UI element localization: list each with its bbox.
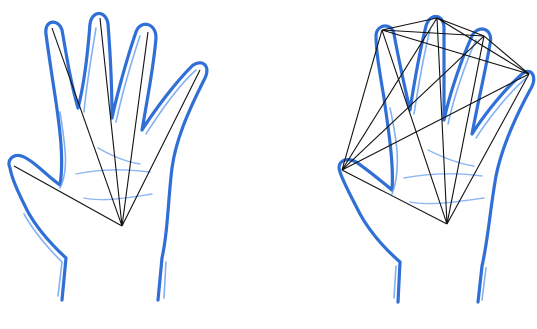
right-hand-connections: [342, 18, 529, 224]
connection-line: [447, 74, 529, 224]
connection-line: [382, 18, 437, 30]
connection-line: [342, 30, 382, 170]
left-hand-outline: [9, 14, 207, 301]
left-hand-panel: [9, 14, 207, 301]
connection-line: [484, 36, 529, 74]
connection-line: [382, 30, 447, 224]
connection-line: [122, 70, 200, 226]
right-hand-panel: [339, 16, 534, 302]
connection-line: [437, 18, 529, 74]
left-hand-connections: [14, 18, 200, 226]
connection-line: [382, 30, 529, 74]
